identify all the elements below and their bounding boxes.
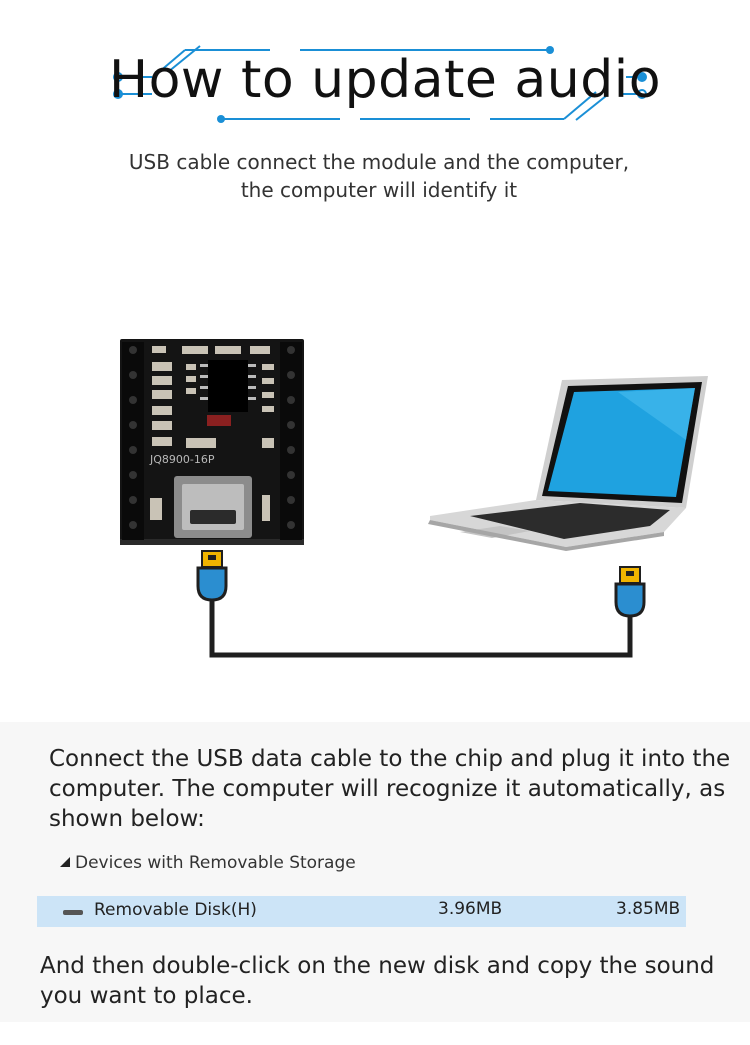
subtitle-line-1: USB cable connect the module and the com… <box>128 150 630 174</box>
usb-cable <box>209 598 633 658</box>
disk-name: Removable Disk(H) <box>94 900 257 920</box>
laptop-image <box>428 376 708 551</box>
disk-total-size: 3.96MB <box>438 899 503 919</box>
usb-plug-right-icon <box>614 566 646 618</box>
usb-plug-left-icon <box>196 550 228 602</box>
removable-disk-icon <box>63 910 83 915</box>
devices-heading-label: Devices with Removable Storage <box>75 853 356 873</box>
title-decoration <box>113 45 647 123</box>
removable-disk-row[interactable]: Removable Disk(H) 3.96MB 3.85MB <box>37 896 686 927</box>
connect-instructions: Connect the USB data cable to the chip a… <box>49 746 731 832</box>
devices-heading: Devices with Removable Storage <box>60 853 356 873</box>
subtitle: USB cable connect the module and the com… <box>0 148 750 204</box>
page-title: How to update audio <box>108 50 662 110</box>
instructions-panel <box>0 722 750 1022</box>
audio-module-image: JQ8900-16P <box>120 339 304 545</box>
copy-instructions: And then double-click on the new disk an… <box>40 953 715 1009</box>
collapse-triangle-icon[interactable] <box>60 857 70 867</box>
subtitle-line-2: the computer will identify it <box>240 178 518 202</box>
usb-connection-illustration: JQ8900-16P <box>120 339 708 658</box>
disk-free-space: 3.85MB <box>616 899 681 919</box>
module-label: JQ8900-16P <box>149 453 215 466</box>
header: How to update audio <box>0 0 750 140</box>
